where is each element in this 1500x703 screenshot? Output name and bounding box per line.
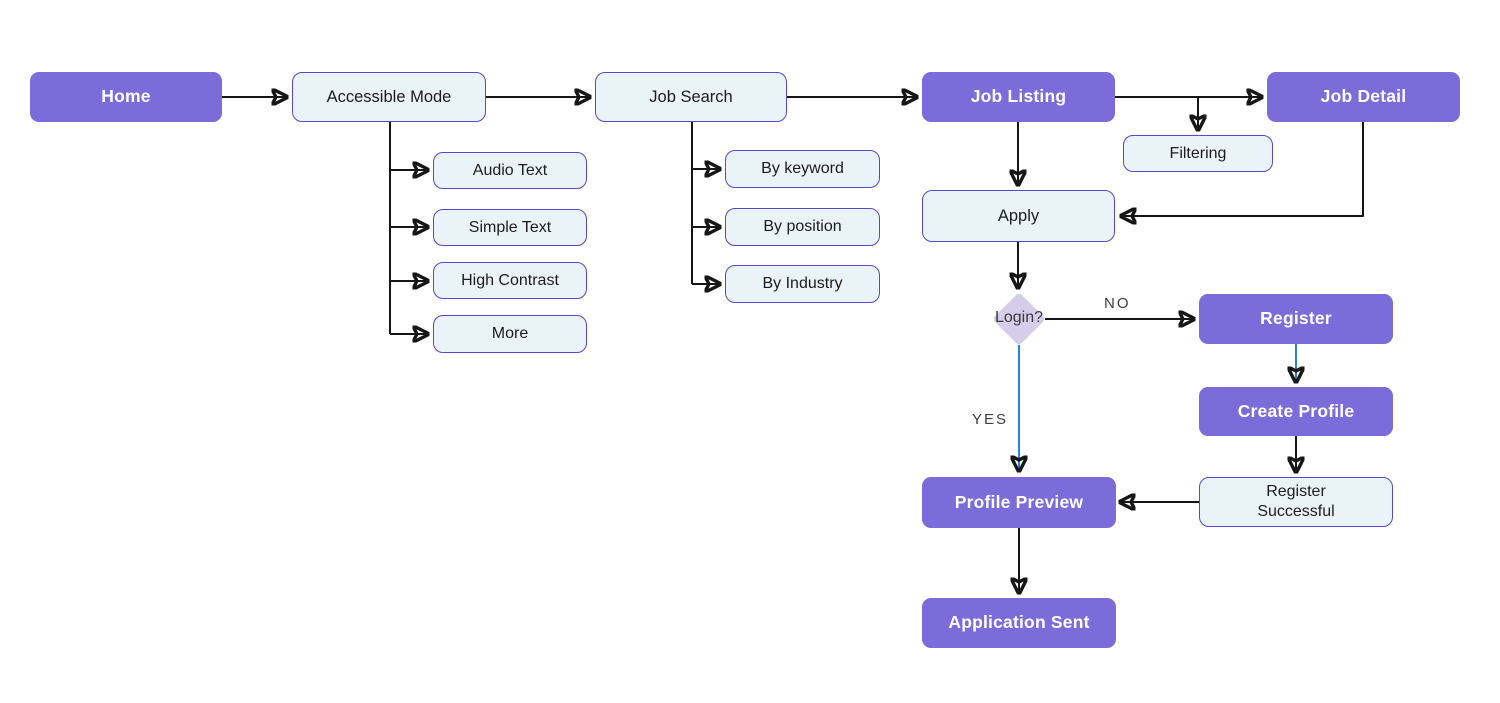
node-by-keyword: By keyword <box>725 150 880 188</box>
node-job-detail: Job Detail <box>1267 72 1460 122</box>
node-job-search: Job Search <box>595 72 787 122</box>
register-successful-label: Register Successful <box>1257 483 1335 520</box>
node-register-successful: Register Successful <box>1199 477 1393 527</box>
node-accessible-mode: Accessible Mode <box>292 72 486 122</box>
node-profile-preview: Profile Preview <box>922 477 1116 528</box>
edge-label-yes: YES <box>972 411 1009 428</box>
node-application-sent: Application Sent <box>922 598 1116 648</box>
edge-job-detail-apply <box>1122 122 1364 216</box>
node-job-listing: Job Listing <box>922 72 1115 122</box>
node-high-contrast: High Contrast <box>433 262 587 299</box>
node-login-decision: Login? <box>992 292 1046 346</box>
node-by-position: By position <box>725 208 880 246</box>
node-home: Home <box>30 72 222 122</box>
node-filtering: Filtering <box>1123 135 1273 172</box>
node-register: Register <box>1199 294 1393 344</box>
node-more: More <box>433 315 587 353</box>
node-create-profile: Create Profile <box>1199 387 1393 436</box>
edge-label-no: NO <box>1104 295 1131 312</box>
node-by-industry: By Industry <box>725 265 880 303</box>
node-simple-text: Simple Text <box>433 209 587 246</box>
node-apply: Apply <box>922 190 1115 242</box>
node-audio-text: Audio Text <box>433 152 587 189</box>
decision-label: Login? <box>994 309 1044 326</box>
